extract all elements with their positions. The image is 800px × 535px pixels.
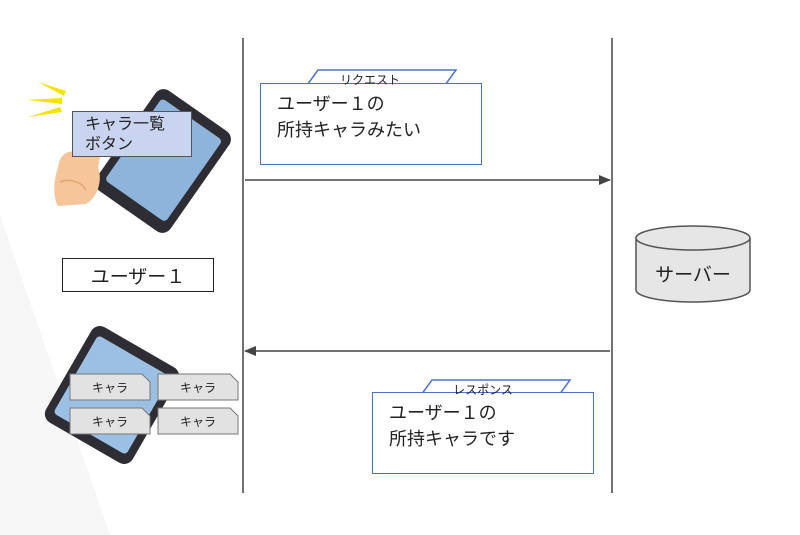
background-shade (0, 215, 110, 535)
request-line-1: ユーザー１の (277, 94, 385, 115)
response-message-box: ユーザー１の 所持キャラです (372, 392, 594, 474)
response-line-1: ユーザー１の (389, 403, 497, 424)
button-line-1: キャラ一覧 (85, 114, 166, 133)
request-message-box: ユーザー１の 所持キャラみたい (260, 83, 482, 165)
request-tab-label: リクエスト (339, 73, 400, 87)
response-tab-label: レスポンス (453, 383, 513, 397)
character-card: キャラ (179, 380, 216, 395)
button-line-2: ボタン (85, 134, 134, 153)
character-card: キャラ (91, 414, 128, 429)
user-box: ユーザー１ (62, 258, 214, 292)
character-list-button-label: キャラ一覧 ボタン (72, 111, 192, 157)
smartphone-icon (95, 89, 231, 233)
alert-rays-icon (27, 82, 66, 117)
server-label: サーバー (655, 264, 731, 286)
character-card: キャラ (179, 414, 216, 429)
request-line-2: 所持キャラみたい (277, 120, 421, 141)
card-shapes (69, 373, 239, 435)
character-card: キャラ (91, 380, 128, 395)
response-line-2: 所持キャラです (389, 429, 515, 450)
user-label: ユーザー１ (90, 265, 186, 288)
server-database-icon (635, 225, 751, 303)
